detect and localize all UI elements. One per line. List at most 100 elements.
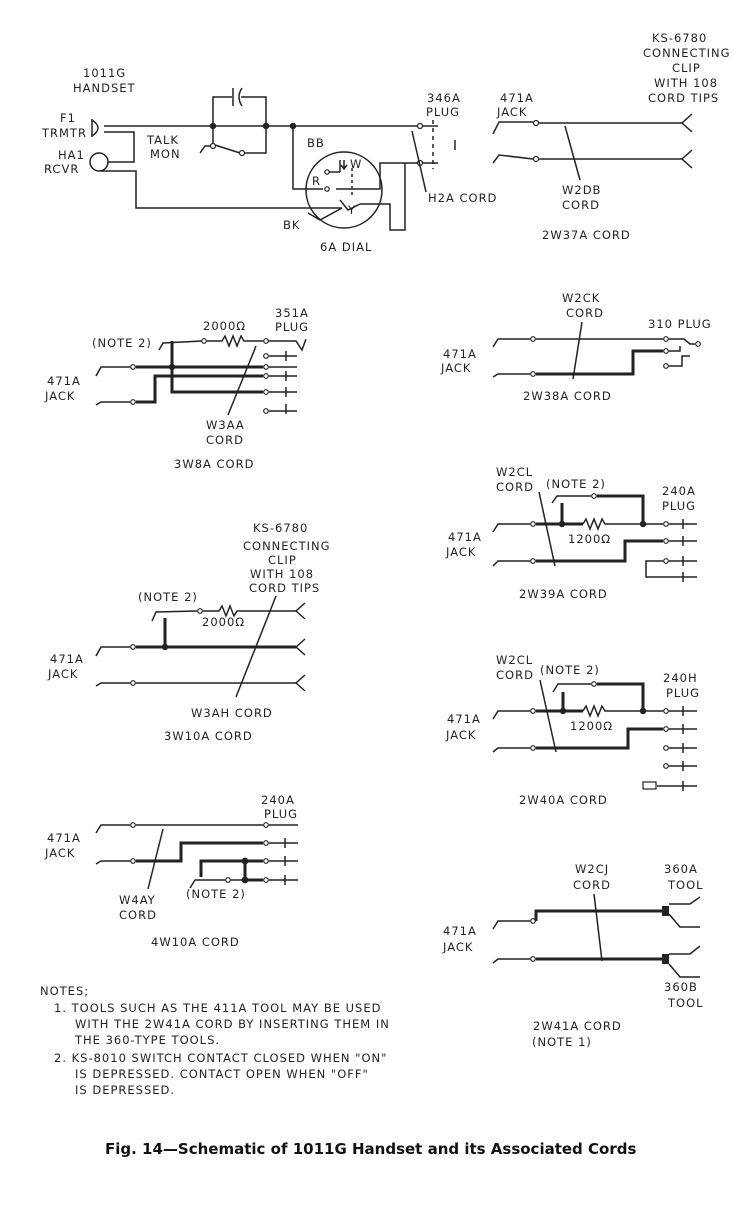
plug-tip xyxy=(268,338,307,352)
wire xyxy=(136,374,263,404)
jack-tip xyxy=(492,710,530,720)
dial-arrow xyxy=(340,160,348,171)
note-2-line-1: 2. KS-8010 SWITCH CONTACT CLOSED WHEN "O… xyxy=(54,1051,387,1065)
jack-label-2: JACK xyxy=(445,728,476,742)
wire xyxy=(645,560,697,578)
cord-name-2w40a: 2W40A CORD xyxy=(519,793,608,807)
wire xyxy=(136,841,263,863)
receiver-label-1: HA1 xyxy=(58,148,85,162)
cord-pointer xyxy=(539,679,557,753)
dial-switch xyxy=(339,199,361,211)
clip-tip xyxy=(680,149,693,169)
jack-contact xyxy=(530,708,536,714)
jack-tip xyxy=(95,860,130,865)
plug-tip xyxy=(669,338,695,345)
jack-label-2: JACK xyxy=(440,361,471,375)
jack-label-2: JACK xyxy=(442,940,473,954)
plug-contact xyxy=(663,363,669,369)
resistor-1200 xyxy=(582,703,643,719)
plug-contact xyxy=(663,763,669,769)
tool-a-label-1: 360A xyxy=(664,862,698,876)
wire-cord-label: W3AH CORD xyxy=(191,706,273,720)
capacitor-plate xyxy=(238,87,243,107)
resistor-2000 xyxy=(203,603,296,619)
jack-label-1: 471A xyxy=(448,530,482,544)
jack-label-1: 471A xyxy=(447,712,481,726)
plug-346a-label-1: 346A xyxy=(427,91,461,105)
cord-pointer xyxy=(227,345,257,416)
wire-cord-label-1: W3AA xyxy=(206,418,245,432)
jack-tip xyxy=(95,401,130,406)
jack-tip xyxy=(95,824,130,834)
note-1-line-2: WITH THE 2W41A CORD BY INSERTING THEM IN xyxy=(75,1017,390,1031)
wire-cord-label-1: W2CL xyxy=(496,653,533,667)
resistor-label: 1200Ω xyxy=(570,719,613,733)
wire xyxy=(597,494,645,524)
tool-a-contact xyxy=(668,913,700,928)
jack-contact xyxy=(130,822,136,828)
clip-label-3: CLIP xyxy=(672,61,701,75)
clip-label-5: CORD TIPS xyxy=(249,581,320,595)
wire-cord-label-2: CORD xyxy=(496,480,534,494)
wire xyxy=(536,349,663,376)
note-label: (NOTE 2) xyxy=(92,336,152,350)
cord-2w41a: W2CJ CORD 360A TOOL 471A JACK 360B TOOL … xyxy=(442,862,703,1049)
resistor-2000 xyxy=(207,333,263,349)
note-1-line-1: 1. TOOLS SUCH AS THE 411A TOOL MAY BE US… xyxy=(54,1001,381,1015)
cord-pointer xyxy=(411,130,427,193)
bk-label: BK xyxy=(283,218,300,232)
wire xyxy=(241,96,267,126)
note-label: (NOTE 2) xyxy=(540,663,600,677)
dial-circle xyxy=(305,151,383,229)
jack-contact xyxy=(130,680,136,686)
jack-contact xyxy=(530,336,536,342)
jack-471a-label-2: JACK xyxy=(496,105,527,119)
jack-label-1: 471A xyxy=(47,831,81,845)
wire xyxy=(356,162,418,190)
cord-name-4w10a: 4W10A CORD xyxy=(151,935,240,949)
note-label: (NOTE 2) xyxy=(546,477,606,491)
clip-label-3: CLIP xyxy=(268,553,297,567)
jack-contact xyxy=(530,521,536,527)
resistor-label: 1200Ω xyxy=(568,532,611,546)
jack-contact xyxy=(130,364,136,370)
junction-dot xyxy=(559,707,567,715)
cord-3w8a: (NOTE 2) 2000Ω 351A PLUG 471A JACK xyxy=(44,306,308,471)
wire-cord-label-2: CORD xyxy=(119,908,157,922)
jack-tip xyxy=(95,682,130,687)
bb-label: BB xyxy=(307,136,325,150)
wire xyxy=(245,126,267,154)
clip-tip xyxy=(294,602,306,620)
jack-label-2: JACK xyxy=(445,545,476,559)
clip-label-5: CORD TIPS xyxy=(648,91,719,105)
jack-contact xyxy=(530,956,536,962)
cord-3w10a: KS-6780 CONNECTING CLIP WITH 108 CORD TI… xyxy=(47,521,331,743)
cord-name-3w8a: 3W8A CORD xyxy=(174,457,254,471)
h2a-cord-label: H2A CORD xyxy=(428,191,497,205)
switch-symbol xyxy=(552,683,591,693)
jack-label-2: JACK xyxy=(44,389,75,403)
clip-label-1: KS-6780 xyxy=(253,521,308,535)
tool-b-label-1: 360B xyxy=(664,980,698,994)
jack-tip xyxy=(492,373,530,378)
r-label: R xyxy=(312,174,321,188)
junction-dot xyxy=(241,857,249,865)
y-label: Y xyxy=(347,203,356,217)
plug-contact xyxy=(263,858,269,864)
jack-contact xyxy=(530,371,536,377)
jack-contact xyxy=(530,558,536,564)
plug-label-1: 240A xyxy=(261,793,295,807)
plug-contact xyxy=(416,122,424,130)
clip-tip xyxy=(680,113,693,133)
wire xyxy=(104,131,135,163)
clip-label-2: CONNECTING xyxy=(243,539,331,553)
wire xyxy=(536,727,663,750)
wire xyxy=(360,163,406,231)
dial-label: 6A DIAL xyxy=(320,240,372,254)
contact xyxy=(238,149,246,157)
junction-dot xyxy=(168,363,176,371)
transmitter-label-2: TRMTR xyxy=(41,126,87,140)
clip-label-4: WITH 108 xyxy=(654,76,718,90)
plug-contact xyxy=(663,348,669,354)
jack-label-1: 471A xyxy=(443,347,477,361)
